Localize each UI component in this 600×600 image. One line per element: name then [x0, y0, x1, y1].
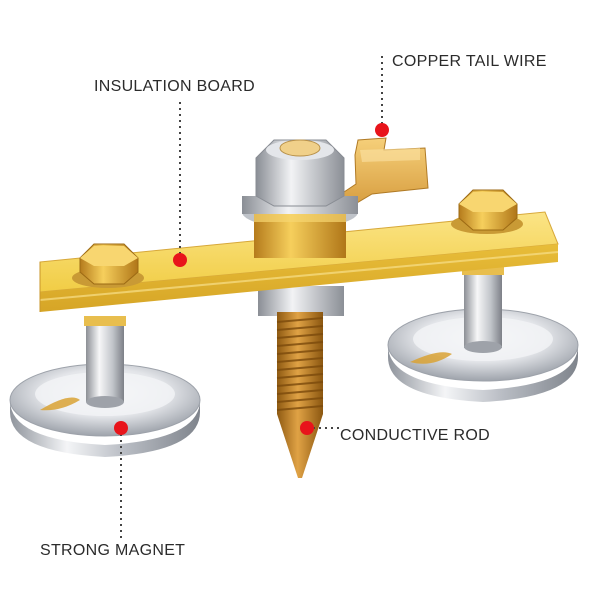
label-insulation-board: INSULATION BOARD	[94, 78, 255, 95]
marker-strong-magnet	[114, 421, 128, 435]
label-copper-tail-wire: COPPER TAIL WIRE	[392, 53, 547, 70]
left-bolt	[72, 243, 144, 288]
label-conductive-rod: CONDUCTIVE ROD	[340, 427, 490, 444]
left-magnet	[9, 316, 201, 457]
center-nut-stack	[242, 139, 358, 258]
markers	[114, 123, 389, 435]
marker-insulation-board	[173, 253, 187, 267]
conductive-rod	[258, 286, 344, 478]
copper-tail-wire	[337, 137, 429, 211]
leader-lines	[120, 56, 383, 538]
label-strong-magnet: STRONG MAGNET	[40, 542, 186, 559]
right-bolt	[451, 189, 523, 234]
marker-conductive-rod	[300, 421, 314, 435]
right-magnet	[387, 265, 579, 402]
marker-copper-tail-wire	[375, 123, 389, 137]
